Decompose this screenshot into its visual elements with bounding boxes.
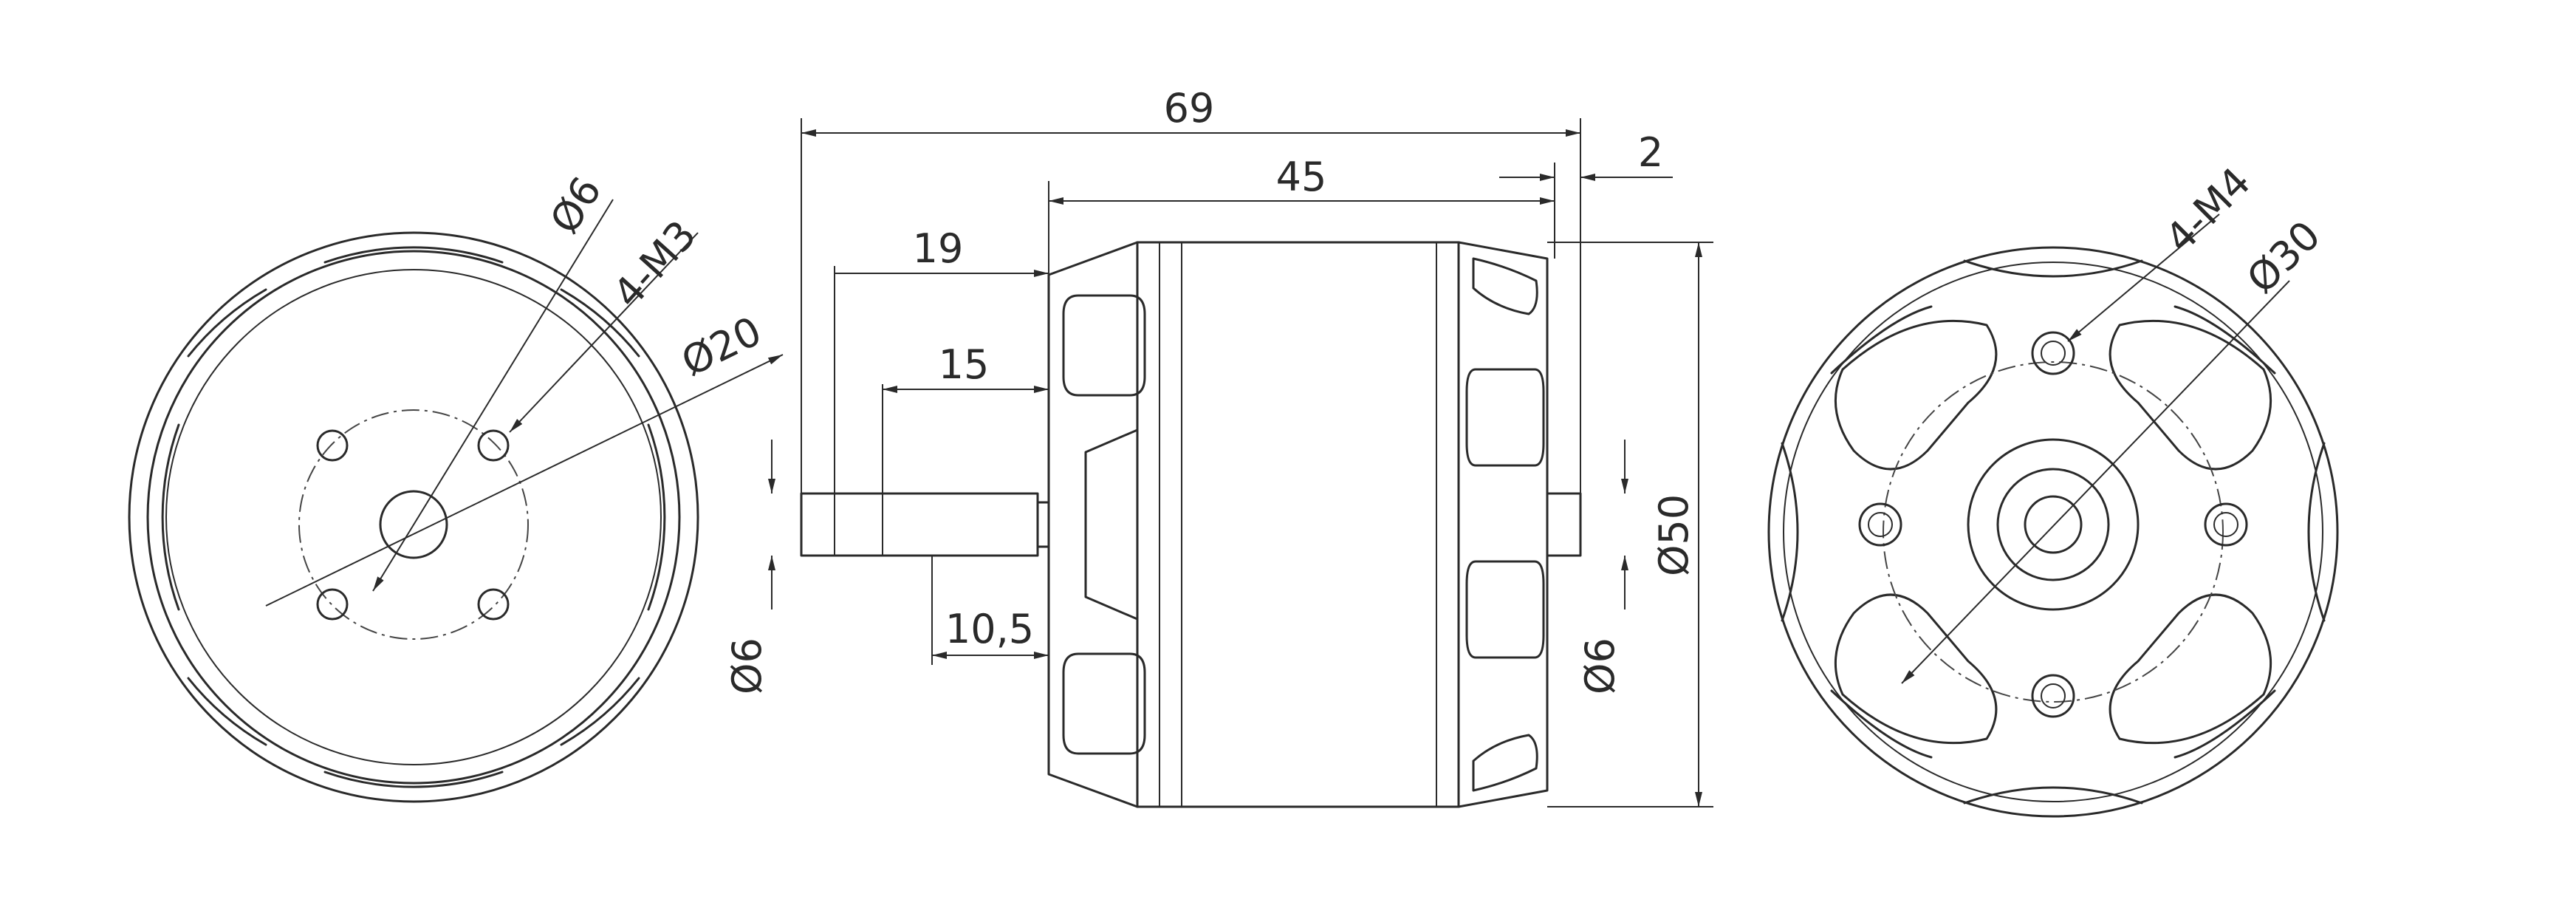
dim-body-length: 45 <box>1276 154 1327 200</box>
leader-bolt-circle <box>265 354 784 607</box>
leader-shaft-dia <box>372 199 614 592</box>
rear-end-bell <box>1457 241 1549 808</box>
rear-shaft-hole <box>2024 495 2083 554</box>
vent-slot <box>187 288 267 358</box>
rear-cutout <box>1834 593 1998 745</box>
rear-hub-inner <box>1996 468 2110 581</box>
m3-hole <box>316 429 349 462</box>
rim-notch <box>2174 305 2276 375</box>
dim-rear-mount-thread: 4-M4 <box>2157 158 2260 262</box>
m4-hole-inner <box>1868 512 1893 537</box>
rear-cutout <box>2109 319 2272 471</box>
motor-body <box>1136 241 1460 808</box>
leader-bolt-circle-rear <box>1901 280 2290 684</box>
dim-rear-bolt-circle: Ø30 <box>2238 212 2329 303</box>
m4-hole <box>2204 502 2248 547</box>
dim-shaft-19: 19 <box>913 225 964 272</box>
dim-body-dia: Ø50 <box>1651 494 1697 576</box>
front-outer-rim <box>128 231 699 803</box>
side-view: 69 45 2 19 15 10,5 Ø6 Ø6 Ø50 <box>724 85 1713 808</box>
shaft <box>800 492 1039 557</box>
m4-hole <box>1858 502 1902 547</box>
rim-notch <box>2174 689 2276 759</box>
m4-hole-inner <box>2041 683 2066 708</box>
front-bearing <box>1036 501 1050 548</box>
dim-shaft-15: 15 <box>939 341 990 388</box>
rim-notch <box>2307 442 2326 622</box>
m4-hole-inner <box>2213 512 2238 537</box>
rim-notch <box>1963 786 2143 805</box>
bell-window <box>1062 294 1146 397</box>
leader-m3 <box>509 232 699 433</box>
vent-slot <box>560 288 640 358</box>
vent-slot <box>560 677 640 746</box>
rim-notch <box>1963 259 2143 278</box>
vent-slot <box>323 246 504 264</box>
rear-hub <box>1967 438 2140 611</box>
m4-hole <box>2031 674 2075 718</box>
dim-shaft-10-5: 10,5 <box>945 606 1034 652</box>
m3-hole <box>477 588 510 621</box>
front-vent-slots <box>161 246 666 788</box>
m3-hole <box>316 588 349 621</box>
dim-front-shaft-dia: Ø6 <box>724 638 770 694</box>
rear-cutout <box>1834 319 1998 471</box>
rear-slot <box>1465 560 1545 659</box>
rear-slot <box>1472 257 1538 315</box>
dim-front-bolt-circle: Ø20 <box>674 307 769 385</box>
bell-window <box>1062 652 1146 755</box>
rim-notch <box>1830 689 1933 759</box>
leader-m4 <box>2067 214 2220 342</box>
m4-hole-inner <box>2041 341 2066 366</box>
rear-slot <box>1472 734 1538 792</box>
rear-view: 4-M4 Ø30 <box>1767 158 2339 818</box>
vent-slot <box>187 677 267 746</box>
front-view: Ø6 4-M3 Ø20 <box>128 168 784 803</box>
rim-notch <box>1830 305 1933 375</box>
m4-holes <box>1858 331 2248 718</box>
front-bell <box>1047 241 1139 808</box>
vent-slot <box>161 423 180 611</box>
rear-rim-inner <box>1783 262 2323 802</box>
m3-hole <box>477 429 510 462</box>
front-bolt-circle <box>298 409 529 640</box>
dim-rear-stub: 2 <box>1638 129 1663 176</box>
rear-shaft <box>1546 492 1582 557</box>
front-rim-inner <box>146 250 681 785</box>
rear-bolt-circle <box>1883 361 2224 703</box>
dim-overall-length: 69 <box>1164 85 1215 132</box>
bell-rib <box>1084 428 1139 621</box>
front-face <box>165 269 662 765</box>
dim-front-shaft-dia: Ø6 <box>541 168 611 242</box>
vent-slot <box>323 771 504 788</box>
front-shaft-hole <box>379 490 448 559</box>
dim-rear-shaft-dia: Ø6 <box>1577 638 1623 694</box>
m4-hole <box>2031 331 2075 375</box>
rear-cutout <box>2109 593 2272 745</box>
rear-slot <box>1465 368 1545 467</box>
vent-slot <box>647 423 666 611</box>
dim-front-mount-thread: 4-M3 <box>604 211 705 316</box>
rear-outer-rim <box>1767 246 2339 818</box>
rim-notch <box>1781 442 1799 622</box>
